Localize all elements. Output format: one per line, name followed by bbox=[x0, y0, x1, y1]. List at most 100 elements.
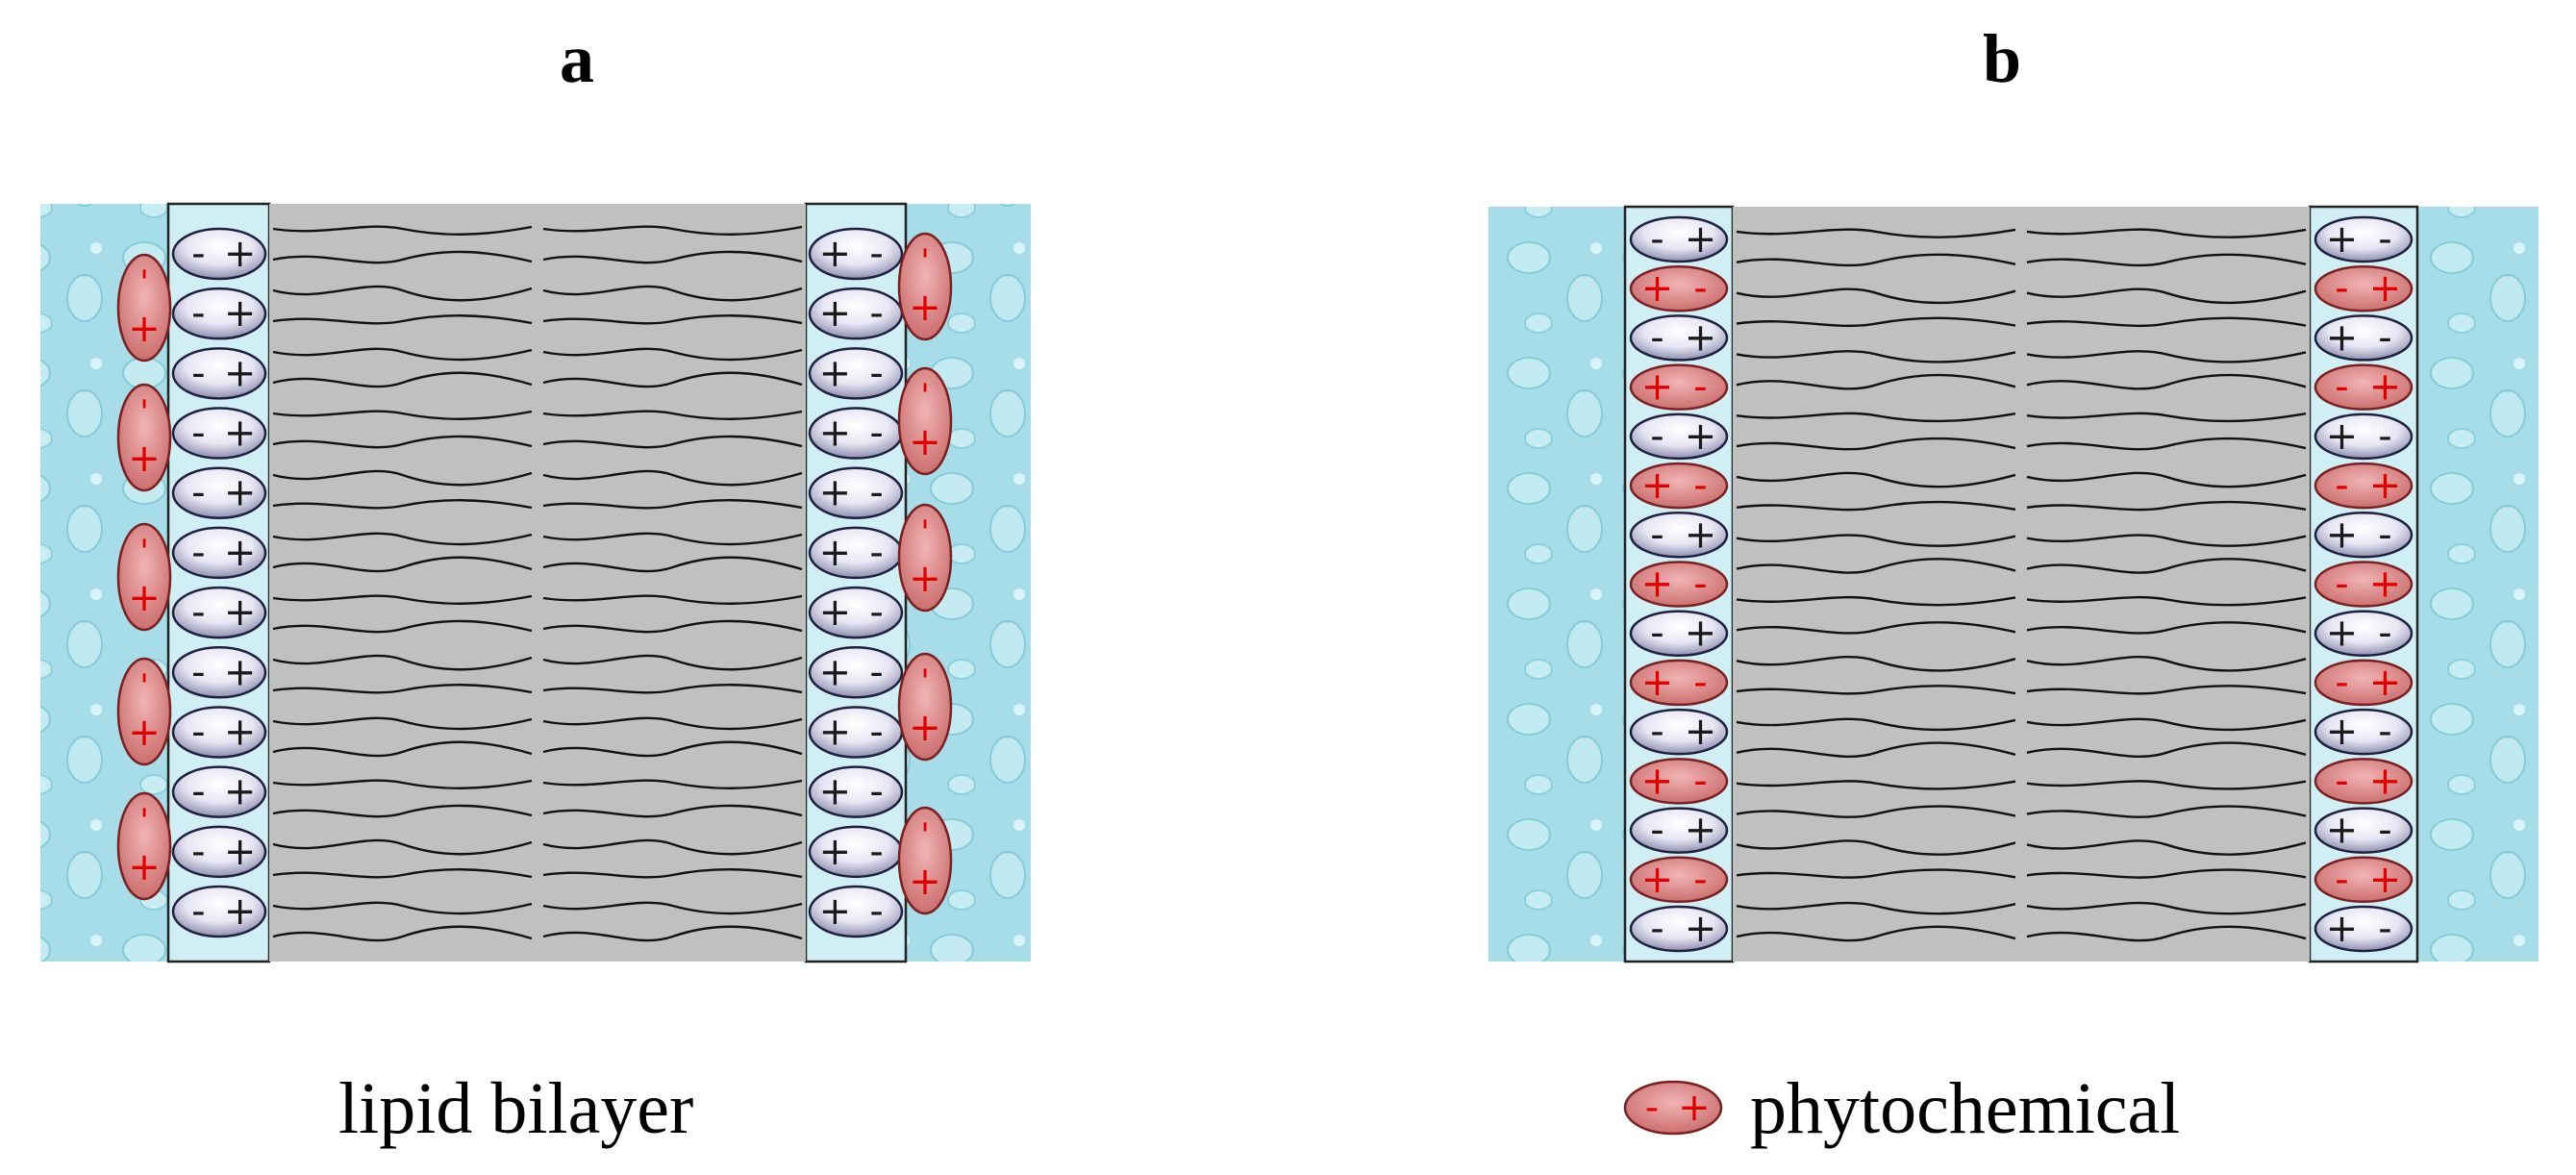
charge-symbol: ' bbox=[139, 393, 148, 432]
lipid-head bbox=[2313, 708, 2413, 756]
charge-symbol: + bbox=[2326, 217, 2359, 262]
lipid-tail bbox=[542, 901, 803, 915]
charge-symbol: ' bbox=[920, 513, 929, 552]
lipid-head bbox=[1629, 610, 1729, 657]
charge-symbol: + bbox=[128, 711, 161, 755]
lipid-tail bbox=[542, 410, 803, 420]
charge-symbol: - bbox=[191, 830, 205, 874]
charge-symbol: - bbox=[869, 531, 883, 575]
lipid-tail bbox=[272, 740, 533, 758]
charge-symbol: + bbox=[1685, 512, 1717, 557]
charge-symbol: + bbox=[819, 710, 852, 754]
lipid-tail bbox=[272, 314, 533, 325]
panel-a-membrane: -++--++--++--++--++--++--++--++--++--++-… bbox=[40, 202, 1031, 963]
charge-symbol: - bbox=[1693, 661, 1707, 705]
charge-symbol: - bbox=[191, 710, 205, 754]
charge-symbol: + bbox=[128, 307, 161, 351]
charge-symbol: + bbox=[909, 860, 941, 904]
charge-symbol: + bbox=[1685, 907, 1717, 951]
lipid-head bbox=[2313, 412, 2413, 461]
lipid-tail bbox=[542, 838, 803, 856]
lipid-head bbox=[1629, 905, 1729, 953]
charge-symbol: - bbox=[869, 412, 883, 456]
charge-symbol: - bbox=[2335, 562, 2348, 607]
lipid-tail bbox=[542, 225, 803, 236]
lipid-tail bbox=[542, 619, 803, 634]
lipid-tail bbox=[1736, 717, 2016, 732]
lipid-tail bbox=[272, 594, 533, 605]
lipid-tail bbox=[1736, 685, 2016, 695]
lipid-tail bbox=[272, 654, 533, 671]
lipid-tail bbox=[1736, 558, 2016, 574]
phytochemical-molecule bbox=[116, 657, 172, 766]
lipid-head bbox=[171, 287, 267, 340]
lipid-tail bbox=[272, 838, 533, 856]
lipid-tail bbox=[272, 684, 533, 694]
charge-symbol: - bbox=[1645, 1086, 1659, 1130]
lipid-tail bbox=[542, 654, 803, 671]
charge-symbol: + bbox=[1685, 809, 1717, 853]
charge-symbol: + bbox=[909, 286, 941, 330]
charge-symbol: + bbox=[819, 232, 852, 276]
charge-symbol: ' bbox=[920, 816, 929, 855]
lipid-tail bbox=[2026, 288, 2307, 305]
charge-symbol: + bbox=[1685, 217, 1717, 262]
lipid-head bbox=[171, 407, 267, 460]
charge-symbol: + bbox=[2369, 759, 2402, 803]
charge-symbol: + bbox=[1685, 710, 1717, 754]
charge-symbol: ' bbox=[139, 263, 148, 302]
lipid-tail bbox=[272, 804, 533, 818]
phytochemical-molecule bbox=[1629, 363, 1729, 411]
lipid-tail bbox=[1736, 534, 2016, 547]
lipid-tail bbox=[542, 804, 803, 818]
lipid-head bbox=[808, 586, 904, 639]
lipid-tail bbox=[542, 347, 803, 362]
phytochemical-molecule bbox=[1629, 264, 1729, 312]
charge-symbol: + bbox=[2326, 809, 2359, 853]
charge-symbol: + bbox=[128, 576, 161, 620]
legend-phytochemical-symbol bbox=[1623, 1080, 1723, 1136]
lipid-tail bbox=[272, 901, 533, 915]
charge-symbol: + bbox=[819, 830, 852, 874]
phytochemical-molecule bbox=[2313, 363, 2413, 411]
lipid-tail bbox=[272, 347, 533, 362]
lipid-tail bbox=[2026, 558, 2307, 574]
charge-symbol: + bbox=[819, 770, 852, 814]
lipid-tail bbox=[542, 925, 803, 942]
panel-b-membrane: -++-+--+-++-+--+-++-+--+-++-+--+-++-+--+… bbox=[1488, 205, 2538, 963]
lipid-tail bbox=[542, 285, 803, 302]
lipid-head bbox=[808, 466, 904, 519]
charge-symbol: + bbox=[2369, 463, 2402, 508]
lipid-tail bbox=[272, 469, 533, 487]
lipid-tail bbox=[1736, 316, 2016, 328]
charge-symbol: - bbox=[2378, 315, 2391, 360]
lipid-head bbox=[808, 885, 904, 938]
charge-symbol: + bbox=[909, 706, 941, 750]
charge-symbol: - bbox=[2335, 858, 2348, 902]
charge-symbol: - bbox=[1650, 809, 1663, 853]
lipid-head bbox=[1629, 708, 1729, 756]
lipid-tail bbox=[2026, 901, 2307, 915]
charge-symbol: - bbox=[869, 232, 883, 276]
charge-symbol: + bbox=[1641, 365, 1674, 410]
charge-symbol: + bbox=[224, 590, 257, 635]
lipid-tail bbox=[2026, 925, 2307, 942]
lipid-tail bbox=[2026, 685, 2307, 695]
lipid-tail bbox=[1736, 350, 2016, 363]
lipid-tail bbox=[2026, 500, 2307, 512]
charge-symbol: - bbox=[869, 710, 883, 754]
lipid-tail bbox=[542, 716, 803, 731]
lipid-head bbox=[171, 526, 267, 580]
lipid-tail bbox=[542, 469, 803, 487]
lipid-tail bbox=[272, 225, 533, 236]
charge-symbol: - bbox=[191, 471, 205, 515]
charge-symbol: + bbox=[819, 471, 852, 515]
lipid-tail bbox=[542, 740, 803, 758]
charge-symbol: + bbox=[819, 291, 852, 336]
lipid-tail bbox=[1736, 228, 2016, 238]
lipid-tail bbox=[1736, 621, 2016, 635]
charge-symbol: - bbox=[191, 232, 205, 276]
lipid-tail bbox=[1736, 839, 2016, 856]
charge-symbol: - bbox=[191, 351, 205, 395]
lipid-tail bbox=[272, 532, 533, 546]
